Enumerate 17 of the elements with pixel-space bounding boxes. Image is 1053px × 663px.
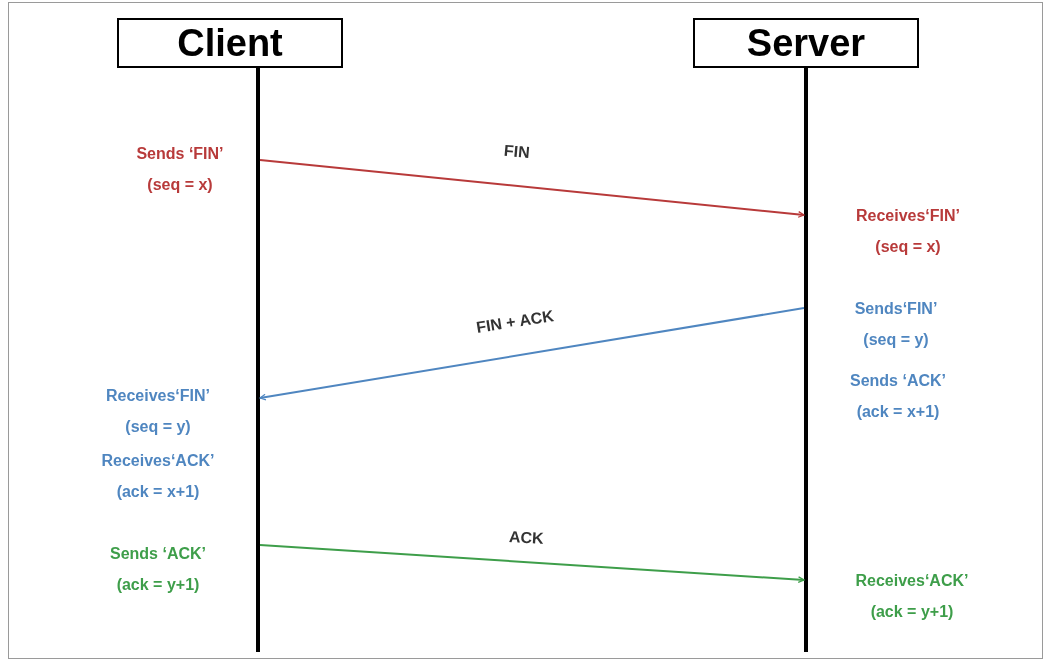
message-arrow	[259, 307, 805, 401]
step-note: Receives‘ACK’ (ack = y+1)	[854, 571, 970, 622]
participant-name: Client	[177, 24, 283, 62]
step-note: Sends ‘ACK’ (ack = x+1)	[849, 371, 947, 422]
participant-box	[693, 18, 919, 68]
message-arrow	[259, 159, 805, 218]
step-note: Receives‘FIN’ (seq = x)	[854, 206, 962, 257]
lifeline	[804, 68, 808, 652]
step-note: Sends ‘FIN’ (seq = x)	[135, 144, 225, 195]
message-arrow	[259, 544, 805, 584]
participant-box	[117, 18, 343, 68]
step-note: Sends ‘ACK’ (ack = y+1)	[109, 544, 207, 595]
step-note: Sends‘FIN’ (seq = y)	[853, 299, 939, 350]
lifeline	[256, 68, 260, 652]
participant-name: Server	[746, 24, 866, 62]
step-note: Receives‘FIN’ (seq = y)	[104, 386, 212, 437]
step-note: Receives‘ACK’ (ack = x+1)	[100, 451, 216, 502]
